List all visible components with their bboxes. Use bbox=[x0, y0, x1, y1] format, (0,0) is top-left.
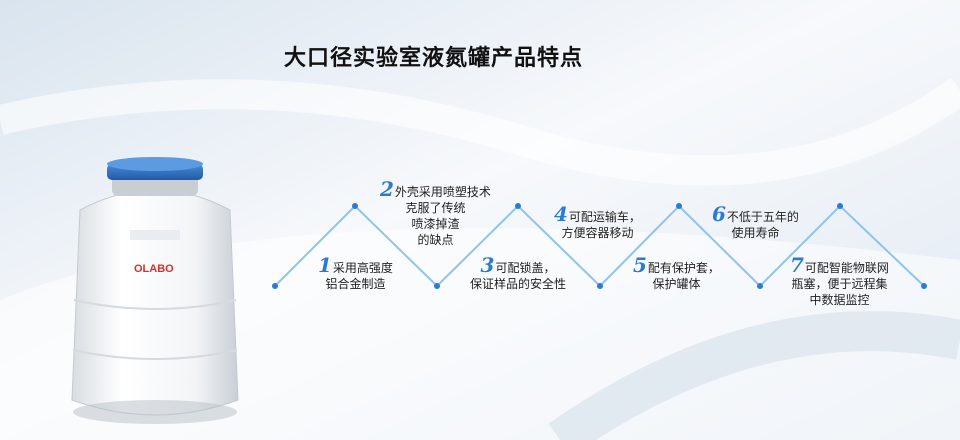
feature-text: 保护罐体 bbox=[652, 277, 701, 291]
feature-text: 可配锁盖， bbox=[495, 261, 556, 275]
feature-item-5: 5配有保护套， 保护罐体 bbox=[633, 253, 720, 292]
feature-number: 4 bbox=[554, 202, 568, 226]
timeline-dot bbox=[921, 283, 927, 289]
feature-number: 2 bbox=[380, 177, 394, 201]
feature-number: 7 bbox=[790, 253, 804, 277]
feature-text: 方便容器移动 bbox=[561, 226, 634, 240]
feature-text: 喷漆掉渣 bbox=[411, 217, 460, 231]
page-title: 大口径实验室液氮罐产品特点 bbox=[284, 46, 584, 71]
feature-text: 瓶塞，便于远程集 bbox=[791, 277, 888, 291]
timeline-dot bbox=[597, 283, 603, 289]
feature-text: 中数据监控 bbox=[809, 293, 870, 307]
feature-text: 采用高强度 bbox=[332, 261, 393, 275]
feature-item-6: 6不低于五年的 使用寿命 bbox=[712, 202, 799, 241]
timeline-dot bbox=[272, 283, 278, 289]
feature-text: 可配运输车， bbox=[568, 210, 641, 224]
feature-text: 外壳采用喷塑技术 bbox=[394, 185, 491, 199]
feature-text: 保证样品的安全性 bbox=[470, 277, 567, 291]
feature-text: 的缺点 bbox=[417, 233, 454, 247]
brand-logo: OLABO bbox=[134, 263, 174, 275]
feature-number: 3 bbox=[480, 253, 495, 277]
feature-item-4: 4可配运输车， 方便容器移动 bbox=[554, 202, 641, 241]
feature-number: 1 bbox=[318, 253, 332, 277]
feature-text: 使用寿命 bbox=[731, 226, 780, 240]
liquid-nitrogen-tank-image: OLABO bbox=[71, 157, 239, 424]
feature-text: 克服了传统 bbox=[405, 201, 466, 215]
timeline-dot bbox=[352, 203, 358, 209]
timeline-dot bbox=[676, 203, 682, 209]
timeline-dot bbox=[434, 283, 440, 289]
feature-item-7: 7可配智能物联网 瓶塞，便于远程集 中数据监控 bbox=[790, 253, 889, 308]
feature-text: 铝合金制造 bbox=[325, 277, 386, 291]
timeline-dot bbox=[837, 203, 843, 209]
feature-item-2: 2外壳采用喷塑技术 克服了传统 喷漆掉渣 的缺点 bbox=[380, 177, 491, 248]
feature-text: 可配智能物联网 bbox=[804, 261, 889, 275]
feature-item-3: 3可配锁盖， 保证样品的安全性 bbox=[470, 253, 567, 292]
timeline-dot bbox=[757, 283, 763, 289]
feature-text: 不低于五年的 bbox=[726, 210, 799, 224]
feature-text: 配有保护套， bbox=[647, 261, 720, 275]
feature-item-1: 1采用高强度 铝合金制造 bbox=[318, 253, 393, 292]
feature-number: 6 bbox=[712, 202, 726, 226]
timeline-dot bbox=[515, 203, 521, 209]
feature-number: 5 bbox=[633, 253, 647, 277]
